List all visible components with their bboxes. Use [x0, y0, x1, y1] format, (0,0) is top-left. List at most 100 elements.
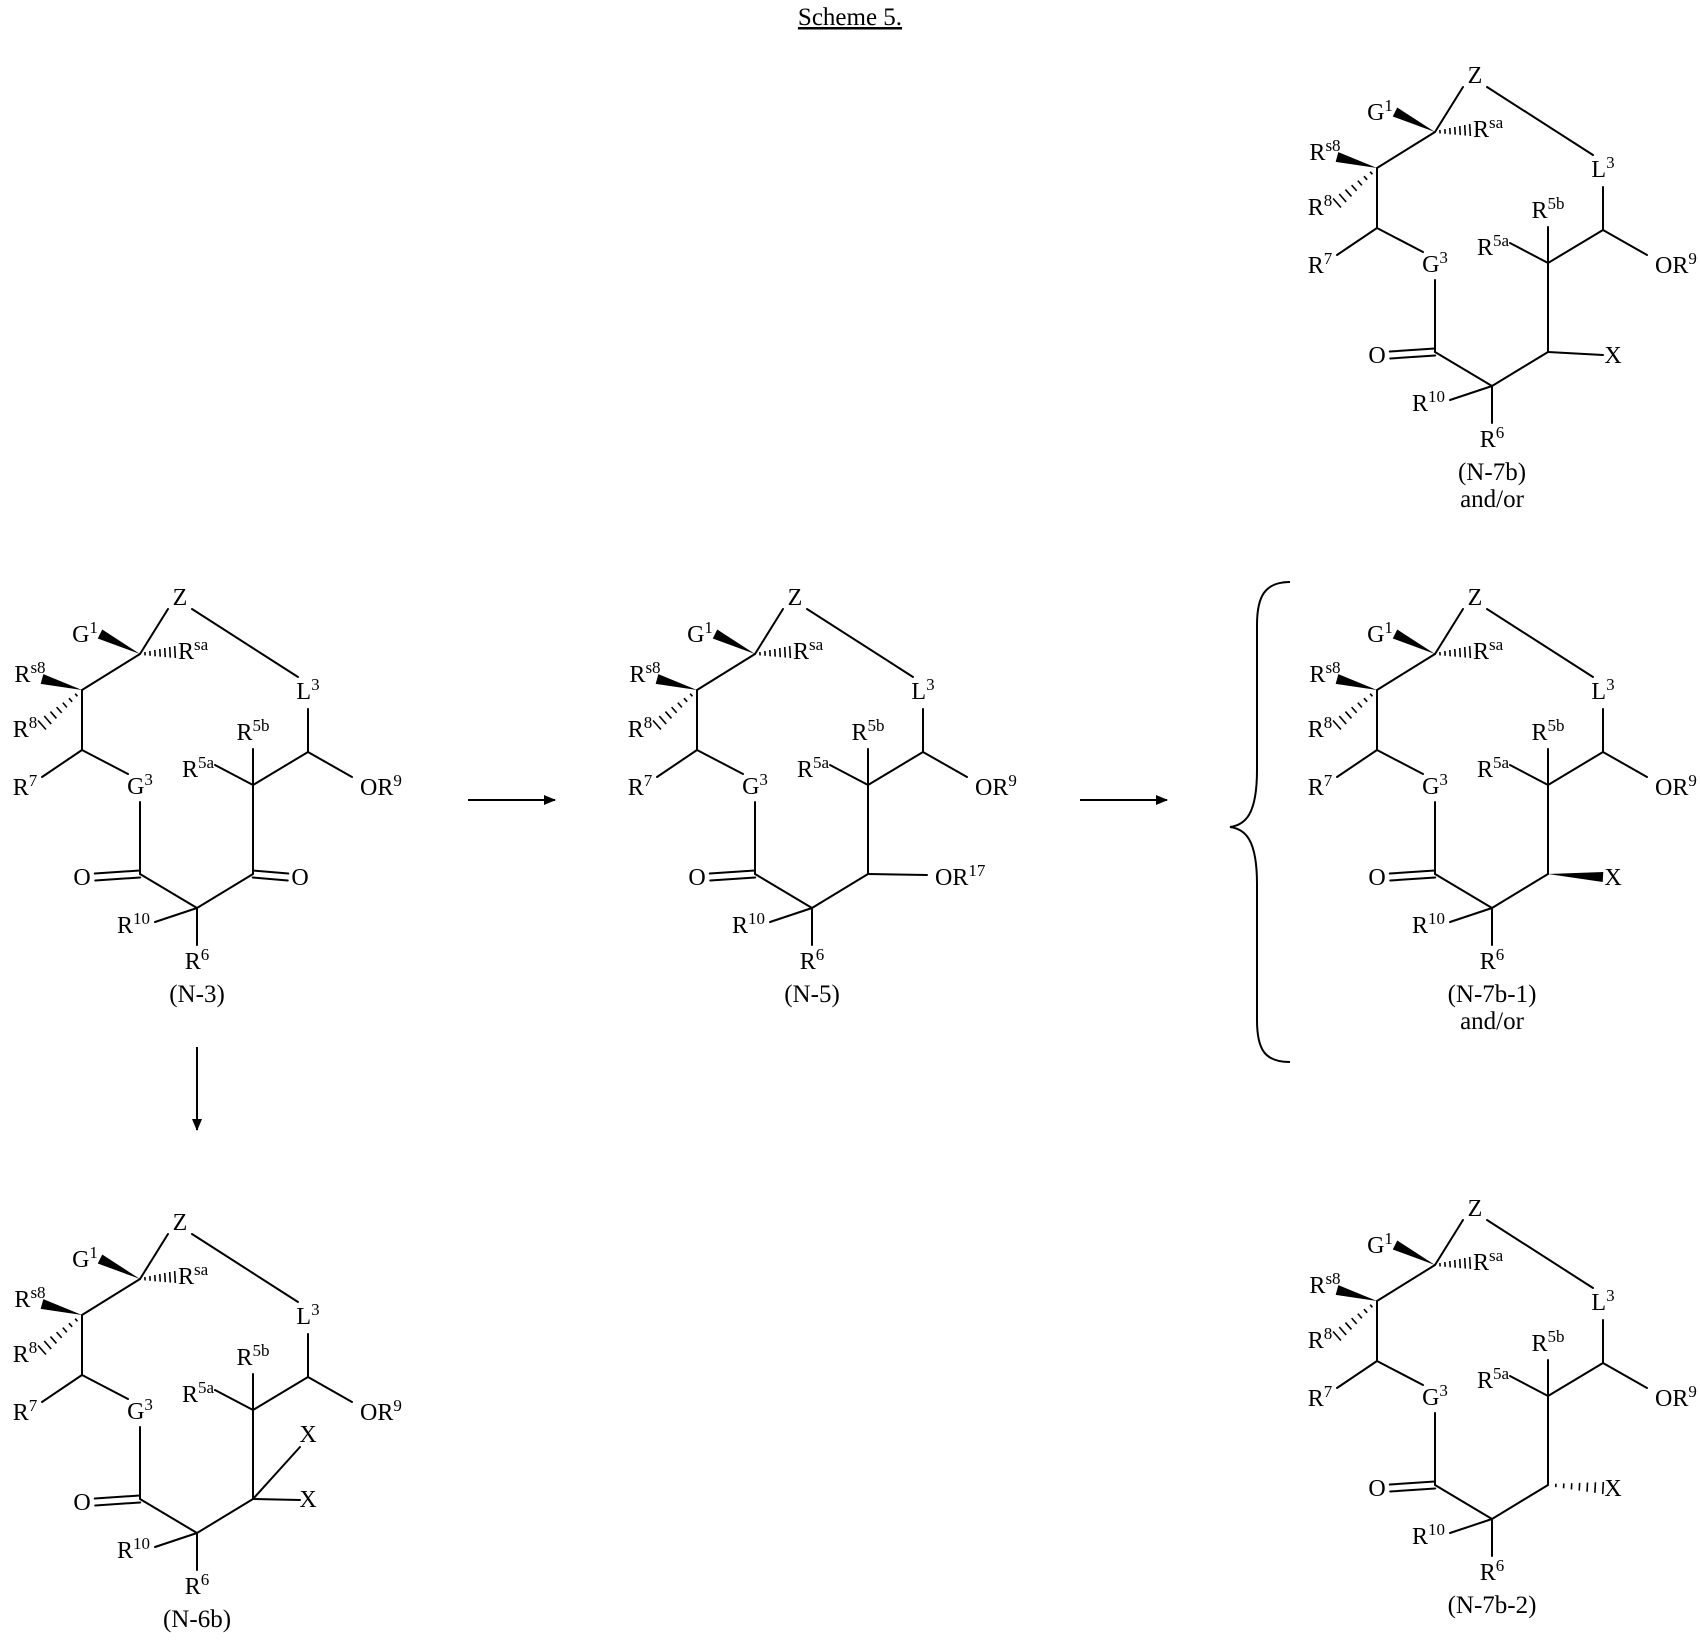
bond-ck-o-a	[1390, 1482, 1435, 1485]
atom-label-x2: X	[299, 1487, 316, 1513]
wedge-c1-g1	[98, 1255, 140, 1279]
compound-caption: (N-7b)	[1458, 459, 1526, 486]
bond-c10-c4	[197, 874, 253, 908]
hash-c2-r8	[1333, 1305, 1372, 1341]
atom-label-x: X	[1604, 1476, 1621, 1502]
atom-label-r5b: R5b	[1531, 194, 1564, 224]
atom-label-g3: G3	[127, 1395, 153, 1425]
atom-label-r5a: R5a	[182, 753, 215, 783]
bond-c5-r5a	[215, 1390, 253, 1410]
bond-ck-o-b	[1390, 355, 1435, 358]
bond-c1-c2	[82, 1279, 140, 1315]
bond-z-c1	[140, 609, 168, 654]
atom-label-r10: R10	[732, 909, 765, 939]
atom-label-l3: L3	[296, 675, 319, 705]
atom-label-g3: G3	[127, 770, 153, 800]
atom-label-g1: G1	[72, 618, 98, 648]
atom-label-g3: G3	[1422, 1381, 1448, 1411]
bond-ck-c10	[140, 874, 197, 908]
bond-cl3-c5	[253, 752, 308, 785]
atom-label-r10: R10	[1412, 909, 1445, 939]
bond-ck-o-b	[1390, 877, 1435, 880]
molecule-n-5: ZG1RsaRs8R8L3R5bR5aR7G3OR9OOR17R10R6(N-5…	[628, 585, 1017, 1008]
atom-label-r10: R10	[1412, 1520, 1445, 1550]
bond-c10-r10	[1450, 386, 1492, 400]
atom-label-x: X	[1604, 343, 1621, 369]
atom-label-z: Z	[173, 1210, 188, 1236]
atom-label-g1: G1	[1367, 96, 1393, 126]
wedge-c2-rs8	[656, 674, 697, 690]
atom-label-r10: R10	[117, 909, 150, 939]
bond-c10-r10	[155, 1533, 197, 1547]
hash-c1-rsa	[1440, 646, 1470, 658]
bond-z-c1	[1435, 1220, 1463, 1265]
bond-c7-g3	[1377, 1361, 1423, 1385]
bond-c1-c2	[1377, 654, 1435, 690]
atom-label-g1: G1	[1367, 618, 1393, 648]
bond-c7-g3	[1377, 750, 1423, 774]
bond-c7-r7	[42, 1375, 82, 1402]
compound-caption: (N-6b)	[163, 1606, 231, 1633]
atom-label-r5a: R5a	[182, 1378, 215, 1408]
molecule-n-7b: ZG1RsaRs8R8L3R5bR5aR7G3OR9OXR10R6(N-7b)a…	[1308, 63, 1697, 513]
bond-c5-r5a	[1510, 1376, 1548, 1396]
atom-label-r6: R6	[1480, 423, 1505, 453]
bond-ck-o-b	[95, 1502, 140, 1505]
atom-label-l3: L3	[1591, 153, 1614, 183]
atom-label-r10: R10	[117, 1534, 150, 1564]
bond-c10-c4	[1492, 352, 1548, 386]
hash-c4-x	[1556, 1482, 1604, 1494]
atom-label-x1: X	[299, 1422, 316, 1448]
atom-label-r8: R8	[1308, 713, 1333, 743]
atom-label-r10: R10	[1412, 387, 1445, 417]
atom-label-o1: O	[73, 865, 90, 891]
atom-label-r6: R6	[185, 1570, 210, 1600]
bond-ck-o	[95, 871, 140, 881]
bond-c5-r5a	[215, 765, 253, 785]
hash-c1-rsa	[1440, 124, 1470, 136]
atom-label-g1: G1	[1367, 1229, 1393, 1259]
wedge-c1-g1	[1393, 630, 1435, 654]
bond-c4-o2	[253, 871, 289, 881]
atom-label-rsa: Rsa	[793, 635, 824, 665]
bond-c10-r10	[770, 908, 812, 922]
bond-ck-o-a	[710, 871, 755, 874]
bond-ck-c10	[1435, 874, 1492, 908]
wedge-c2-rs8	[41, 1299, 82, 1315]
bond-c7-r7	[1337, 1361, 1377, 1388]
atom-label-l3: L3	[1591, 1286, 1614, 1316]
atom-label-o1: O	[1368, 343, 1385, 369]
atom-label-g3: G3	[742, 770, 768, 800]
atom-label-r7: R7	[13, 1396, 38, 1426]
bond-ck-c10	[755, 874, 812, 908]
atom-label-r5b: R5b	[236, 716, 269, 746]
bond-ck-o-a	[1390, 871, 1435, 874]
bond-ck-o	[710, 871, 755, 881]
atom-label-o1: O	[688, 865, 705, 891]
bond-c10-c4	[812, 874, 868, 908]
bond-c5-r5a	[830, 765, 868, 785]
atom-label-r6: R6	[1480, 1556, 1505, 1586]
bond-ck-o	[95, 1496, 140, 1506]
atom-label-r7: R7	[628, 771, 653, 801]
atom-label-or9: OR9	[1655, 1382, 1697, 1412]
bond-ck-o	[1390, 349, 1435, 359]
atom-label-rsa: Rsa	[178, 1260, 209, 1290]
hash-c2-r8	[38, 694, 77, 730]
atom-label-or17: OR17	[935, 861, 986, 891]
atom-label-or9: OR9	[360, 771, 402, 801]
compound-subcaption: and/or	[1460, 1008, 1525, 1035]
bond-c5-r5a	[1510, 243, 1548, 263]
atom-label-or9: OR9	[1655, 249, 1697, 279]
wedge-c2-rs8	[41, 674, 82, 690]
wedge-c2-rs8	[1336, 674, 1377, 690]
bond-cl3-c5	[868, 752, 923, 785]
bond-ck-o-a	[1390, 349, 1435, 352]
bond-c-or9	[1603, 752, 1647, 777]
bond-c10-r10	[1450, 908, 1492, 922]
atom-label-r5a: R5a	[1477, 753, 1510, 783]
atom-label-r8: R8	[13, 1338, 38, 1368]
bond-ck-o-a	[95, 871, 140, 874]
atom-label-l3: L3	[1591, 675, 1614, 705]
